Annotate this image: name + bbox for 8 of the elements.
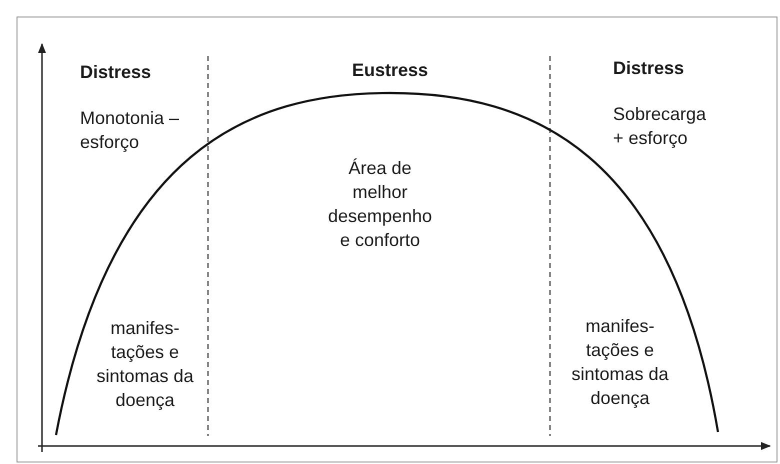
zone-heading: Eustress: [352, 59, 428, 82]
zone-description: Monotonia – esforço: [80, 107, 180, 154]
zone-heading: Distress: [80, 61, 152, 84]
symptom-note: manifes- tações e sintomas da doença: [570, 315, 670, 410]
area-description: Área de melhor desempenho e conforto: [328, 157, 432, 252]
zone-heading: Distress: [613, 57, 684, 80]
zone-description: Sobrecarga + esforço: [613, 103, 708, 150]
symptom-note: manifes- tações e sintomas da doença: [95, 317, 195, 412]
